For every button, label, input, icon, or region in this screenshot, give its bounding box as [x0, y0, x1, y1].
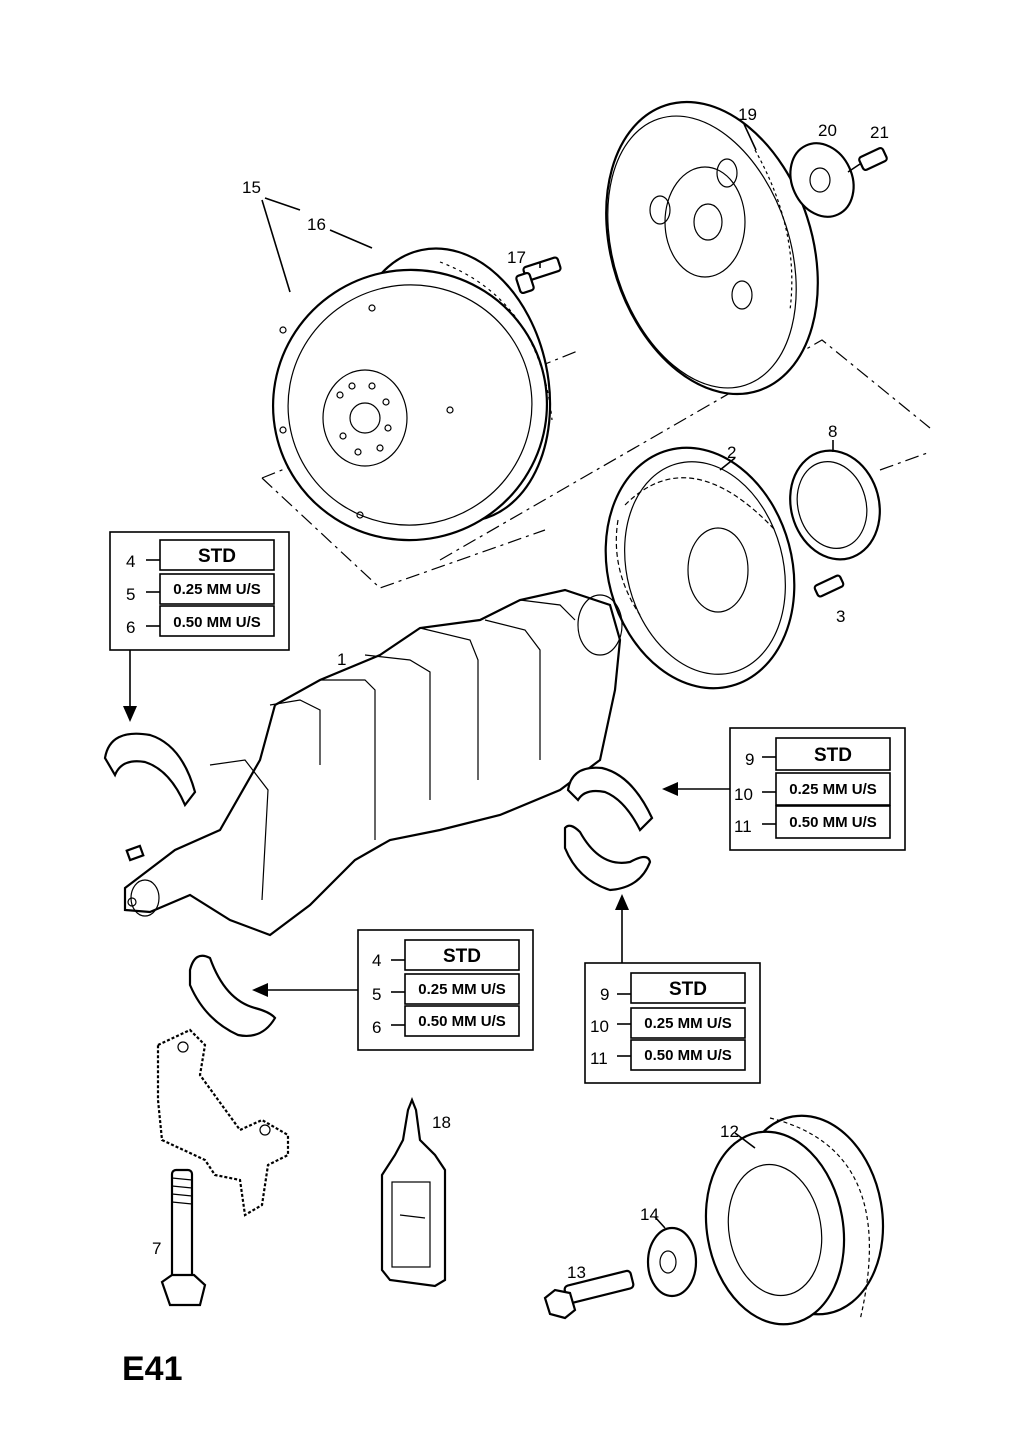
box-thrust-bearing-upper: 9 10 11 STD 0.25 MM U/S 0.50 MM U/S: [662, 727, 906, 851]
thrust-bearing-shell-upper-part: [566, 766, 654, 832]
pulley-washer-part: [646, 1226, 698, 1298]
flexplate-bolt-part: [847, 147, 888, 173]
box-row-label: 0.50 MM U/S: [644, 1047, 732, 1064]
crankshaft-part: [123, 588, 623, 937]
box-row-label: 0.25 MM U/S: [789, 781, 877, 798]
reluctor-wheel-part: [604, 446, 796, 690]
box-row-number: 9: [600, 985, 609, 1004]
main-bearing-cap-part: [156, 1028, 290, 1217]
box-main-bearing-lower: 4 5 6 STD 0.25 MM U/S 0.50 MM U/S: [252, 929, 534, 1051]
figure-code: E41: [122, 1350, 183, 1388]
box-row-number: 4: [372, 951, 381, 970]
box-row-label: STD: [669, 979, 707, 1000]
box-row-number: 11: [734, 817, 752, 836]
flywheel-part: [271, 247, 553, 542]
main-bearing-cap-bolt-part: [160, 1168, 207, 1307]
box-row-number: 6: [126, 618, 135, 637]
callout-14: 14: [640, 1205, 659, 1224]
callout-3: 3: [836, 607, 845, 626]
box-row-number: 9: [745, 750, 754, 769]
reluctor-bolt-part: [813, 574, 845, 598]
callout-numbers: 1 2 3 7 8 12 13 14 15 16 17 18 19 20 21: [152, 105, 889, 1282]
box-row-label: 0.25 MM U/S: [644, 1015, 732, 1032]
callout-20: 20: [818, 121, 837, 140]
callout-7: 7: [152, 1239, 161, 1258]
callout-13: 13: [567, 1263, 586, 1282]
box-row-number: 5: [126, 585, 135, 604]
main-bearing-shell-upper-part: [103, 732, 197, 808]
callout-16: 16: [307, 215, 326, 234]
box-row-label: 0.50 MM U/S: [789, 814, 877, 831]
box-row-number: 10: [590, 1017, 609, 1036]
callout-12: 12: [720, 1122, 739, 1141]
crankshaft-seal-part: [789, 449, 881, 561]
callout-17: 17: [507, 248, 526, 267]
box-row-number: 10: [734, 785, 753, 804]
crankshaft-pulley-part: [704, 1114, 885, 1326]
box-row-label: STD: [443, 946, 481, 967]
callout-18: 18: [432, 1113, 451, 1132]
callout-2: 2: [727, 443, 736, 462]
callout-8: 8: [828, 422, 837, 441]
sealant-bottle-part: [380, 1097, 447, 1288]
main-bearing-shell-lower-part: [188, 954, 277, 1037]
pulley-bolt-part: [543, 1269, 635, 1320]
thrust-bearing-shell-lower-part: [563, 824, 652, 892]
box-row-label: STD: [198, 546, 236, 567]
box-row-label: 0.25 MM U/S: [173, 581, 261, 598]
flexplate-washer-part: [789, 142, 855, 218]
box-row-number: 4: [126, 552, 135, 571]
callout-1: 1: [337, 650, 346, 669]
box-row-number: 5: [372, 985, 381, 1004]
box-row-label: STD: [814, 745, 852, 766]
box-row-number: 6: [372, 1018, 381, 1037]
callout-15: 15: [242, 178, 261, 197]
box-thrust-bearing-lower: 9 10 11 STD 0.25 MM U/S 0.50 MM U/S: [584, 894, 761, 1084]
flexplate-part: [605, 100, 819, 396]
box-main-bearing-upper: 4 5 6 STD 0.25 MM U/S 0.50 MM U/S: [109, 531, 290, 722]
box-row-label: 0.50 MM U/S: [418, 1013, 506, 1030]
box-row-number: 11: [590, 1049, 608, 1068]
callout-21: 21: [870, 123, 889, 142]
leader-lines: [261, 123, 834, 1229]
callout-19: 19: [738, 105, 757, 124]
box-row-label: 0.50 MM U/S: [173, 614, 261, 631]
box-row-label: 0.25 MM U/S: [418, 981, 506, 998]
